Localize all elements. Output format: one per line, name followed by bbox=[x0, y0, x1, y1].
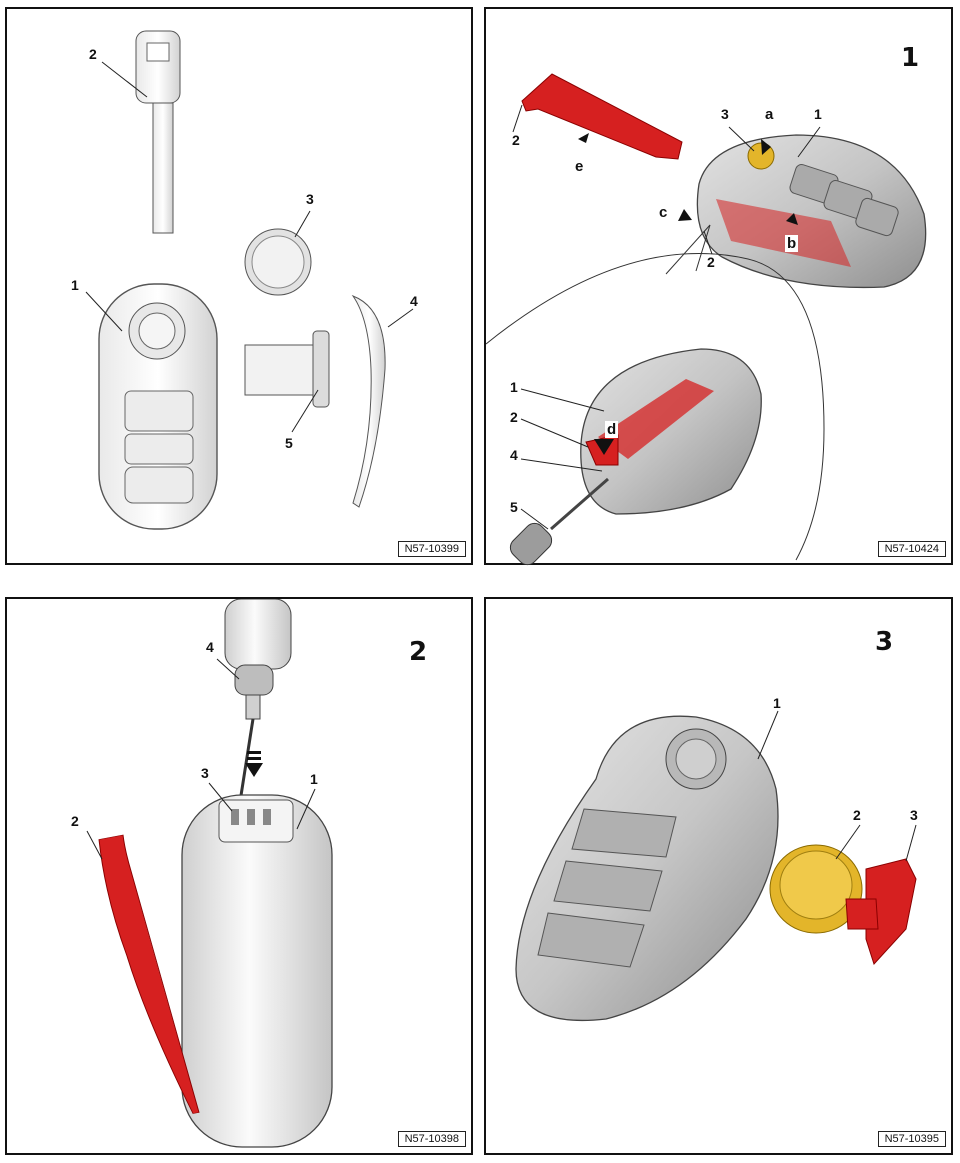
exploded-view-drawing bbox=[85, 30, 414, 530]
callout-5: 5 bbox=[285, 435, 293, 451]
callout-2: 2 bbox=[707, 254, 715, 270]
coin-battery-gold bbox=[769, 844, 863, 934]
callout-2: 2 bbox=[71, 813, 79, 829]
battery-holder bbox=[244, 330, 330, 408]
letter-c: c bbox=[659, 204, 668, 221]
red-side-cover bbox=[98, 834, 200, 1114]
callout-1: 1 bbox=[510, 379, 518, 395]
key-fob-angled bbox=[696, 134, 927, 289]
key-blade bbox=[135, 30, 181, 234]
detail-circle bbox=[486, 224, 825, 566]
callout-1: 1 bbox=[71, 277, 79, 293]
callout-2: 2 bbox=[853, 807, 861, 823]
callout-2: 2 bbox=[512, 132, 520, 148]
callout-2: 2 bbox=[89, 46, 97, 62]
coin-battery bbox=[244, 228, 312, 296]
step-number: 3 bbox=[875, 627, 894, 657]
callout-4: 4 bbox=[206, 639, 214, 655]
callout-4: 4 bbox=[510, 447, 518, 463]
screwdriver bbox=[224, 599, 292, 822]
red-key-blade bbox=[521, 73, 683, 160]
step-1-drawing bbox=[486, 73, 927, 566]
step-number: 1 bbox=[901, 43, 920, 73]
key-fob-body bbox=[181, 794, 333, 1148]
leader-lines bbox=[757, 710, 917, 862]
key-fob-angled bbox=[515, 715, 779, 1022]
callout-3: 3 bbox=[306, 191, 314, 207]
callout-1: 1 bbox=[814, 106, 822, 122]
step-2-drawing bbox=[86, 599, 333, 1148]
callout-2: 2 bbox=[510, 409, 518, 425]
letter-e: e bbox=[575, 158, 584, 175]
callout-3: 3 bbox=[201, 765, 209, 781]
red-battery-holder bbox=[845, 858, 917, 965]
callout-5: 5 bbox=[510, 499, 518, 515]
callout-1: 1 bbox=[773, 695, 781, 711]
step-3-drawing bbox=[515, 710, 917, 1022]
panel-step-3: 3 1 2 3 N57-10395 bbox=[484, 597, 953, 1155]
reference-number: N57-10424 bbox=[877, 541, 946, 557]
panel-exploded-view: 2 3 1 4 5 N57-10399 bbox=[5, 7, 473, 565]
leader-lines bbox=[512, 104, 821, 530]
callout-3: 3 bbox=[721, 106, 729, 122]
direction-arrow bbox=[245, 751, 263, 777]
callout-4: 4 bbox=[410, 293, 418, 309]
leader-lines bbox=[85, 61, 414, 433]
key-fob-body bbox=[98, 283, 218, 530]
letter-a: a bbox=[765, 106, 774, 123]
leader-lines bbox=[86, 658, 316, 860]
reference-number: N57-10398 bbox=[397, 1131, 466, 1147]
reference-number: N57-10399 bbox=[397, 541, 466, 557]
panel-step-1: 1 2 3 1 2 1 2 4 5 a b c d e N57-10424 bbox=[484, 7, 953, 566]
screwdriver bbox=[509, 477, 609, 566]
direction-arrows bbox=[578, 133, 798, 455]
letter-b: b bbox=[785, 235, 799, 252]
callout-1: 1 bbox=[310, 771, 318, 787]
letter-d: d bbox=[605, 421, 619, 438]
callout-3: 3 bbox=[910, 807, 918, 823]
step-number: 2 bbox=[409, 637, 428, 667]
panel-step-2: 2 4 3 1 2 N57-10398 bbox=[5, 597, 473, 1155]
reference-number: N57-10395 bbox=[877, 1131, 946, 1147]
side-cover bbox=[351, 294, 386, 508]
